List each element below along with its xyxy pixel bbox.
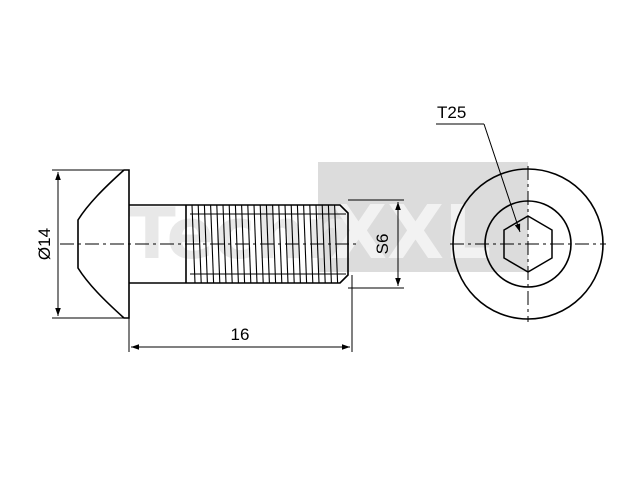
watermark-block: [318, 162, 528, 272]
dimension-head-diameter: [52, 169, 124, 319]
thread-crest-line: [222, 204, 227, 284]
dimension-label-thread-size: S6: [373, 234, 392, 255]
screw-thread-root: [190, 213, 346, 275]
screw-end-view: [450, 166, 606, 322]
thread-crest-line: [247, 204, 252, 284]
thread-crest-line: [272, 204, 277, 284]
watermark-logo: Techn XXL: [128, 162, 528, 276]
dimension-thread-size: [348, 199, 404, 289]
dimension-label-length: 16: [231, 325, 250, 344]
watermark-brand-suffix: XXL: [330, 190, 491, 276]
screw-shank: [129, 204, 186, 284]
thread-crest-line: [197, 204, 202, 284]
dimension-label-head-diameter: Ø14: [35, 228, 54, 260]
leader-drive: [436, 123, 521, 233]
drive-label: T25: [437, 103, 466, 122]
